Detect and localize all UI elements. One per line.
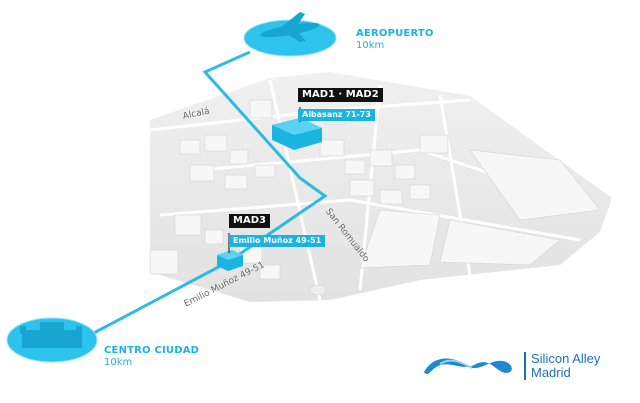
city-center-name: CENTRO CIUDAD [104,345,200,356]
site-address: Albasanz 71-73 [298,109,375,121]
buildings [149,99,601,280]
site-code: MAD3 [229,214,270,228]
site-marker-mad3: MAD3 Emilio Muñoz 49-51 [229,208,326,247]
airplane-icon [260,12,320,42]
airport-label: AEROPUERTO 10km [356,28,434,52]
logo-line1: Silicon Alley [531,351,601,366]
airport-name: AEROPUERTO [356,28,434,39]
palace-icon [20,322,82,348]
site-marker-mad1-mad2: MAD1 · MAD2 Albasanz 71-73 [298,82,383,121]
site-code: MAD1 · MAD2 [298,88,383,102]
airport-distance: 10km [356,40,385,51]
site-address: Emilio Muñoz 49-51 [229,235,326,247]
mad1-mad2-building [272,118,322,150]
wave-logo-icon [424,358,512,375]
mad3-building [217,250,243,271]
logo-line2: Madrid [531,365,571,380]
silicon-alley-logo [420,350,520,386]
route-line [89,50,328,337]
city-center-distance: 10km [104,357,133,368]
city-center-label: CENTRO CIUDAD 10km [104,345,199,369]
logo-wordmark: Silicon Alley Madrid [524,352,600,380]
